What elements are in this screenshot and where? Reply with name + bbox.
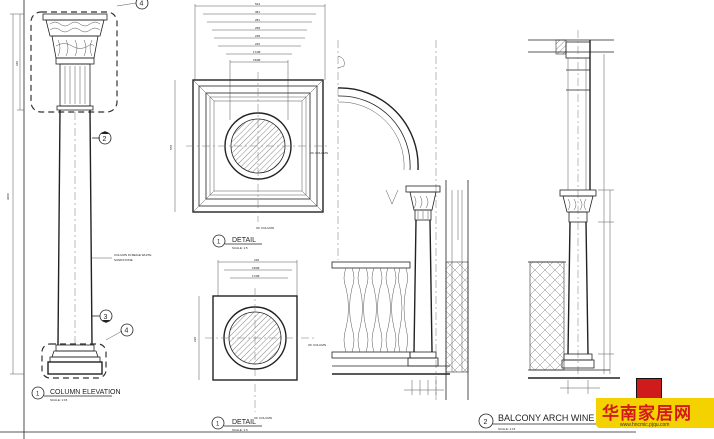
of-column-label-3: OF COLUMN [308,343,326,347]
svg-text:4: 4 [140,1,144,8]
dim-172-base: 172Ø [252,274,260,278]
capital-leaves [51,35,99,59]
balcony-column-shaft [413,219,433,353]
watermark-text: 华南家居网 [602,404,692,424]
watermark-url: www.hncmic.pjqu.com [620,422,670,428]
callout-2: 2 [92,131,112,145]
balusters [343,267,408,353]
section-column-shaft [567,221,589,355]
svg-text:SCALE: 1:15: SCALE: 1:15 [498,427,516,431]
detail-plan-capital: 543 381 281 258 238 220 172Ø 150Ø 578 OF… [169,2,330,250]
column-note-line1: COLUMN IN BEIGE WHITE [114,253,151,257]
svg-text:SCALE: 1:5: SCALE: 1:5 [232,428,248,432]
of-column-label-4: OF COLUMN [254,416,272,420]
balcony-section [528,30,620,394]
elevation-title: 1 COLUMN ELEVATION SCALE: 1:15 [31,386,121,402]
detail-1-title: 1 DETAIL SCALE: 1:5 [212,234,262,250]
handrail [331,261,411,269]
of-column-label-2: OF COLUMN [256,226,274,230]
watermark-logo [636,378,662,400]
abacus [42,13,108,21]
detail-2-title: 1 DETAIL SCALE: 1:5 [211,416,262,432]
dim-150-base: 150Ø [252,266,260,270]
watermark-banner [596,398,714,428]
column-elevation: 3000 640 COLUMN IN BEIGE WHITE SANDSTONE… [6,0,151,402]
dim-238: 238 [255,34,260,38]
dim-172: 172Ø [253,50,261,54]
svg-text:3: 3 [104,314,108,321]
column-shaft [57,109,93,346]
column-note-line2: SANDSTONE [114,258,133,262]
capital-top [45,19,105,37]
dim-plan-height: 578 [169,145,173,150]
dim-220: 220 [255,42,260,46]
callout-3: 3 [92,309,113,323]
base-detail-box [41,343,107,379]
dim-218: 218 [254,258,259,262]
svg-text:2: 2 [103,136,107,143]
svg-text:1: 1 [217,240,221,246]
balcony-title-text: BALCONY ARCH WINE [498,413,594,423]
dim-258: 258 [255,26,260,30]
dim-381: 381 [255,10,260,14]
bottom-rail [331,351,411,359]
balcony-title: 2 BALCONY ARCH WINE SCALE: 1:15 [478,413,600,431]
plinth [47,361,103,375]
svg-text:SCALE: 1:15: SCALE: 1:15 [50,398,68,402]
svg-text:DETAIL: DETAIL [232,237,256,244]
arch-outer [337,87,419,171]
wall-section [445,261,469,373]
dim-base-height: 238 [193,337,197,342]
dim-281: 281 [255,18,260,22]
callout-4-top: 4 [116,0,149,10]
callout-4-bottom: 4 [105,323,134,341]
capital-detail-box [30,11,118,113]
balcony-arch-elevation [331,40,469,400]
of-column-label-1: OF COLUMN [310,151,328,155]
dim-150: 150Ø [253,58,261,62]
svg-text:COLUMN ELEVATION: COLUMN ELEVATION [50,389,121,396]
dim-cap-height: 640 [15,61,19,66]
svg-text:DETAIL: DETAIL [232,419,256,426]
detail-plan-base: 218 150Ø 172Ø 238 OF COLUMN OF COLUMN 1 … [193,258,326,432]
svg-text:4: 4 [125,328,129,335]
dim-543: 543 [255,2,260,6]
svg-text:2: 2 [484,419,488,426]
svg-text:1: 1 [216,422,220,428]
dim-total-height: 3000 [6,193,10,200]
svg-text:1: 1 [36,392,40,398]
svg-text:SCALE: 1:5: SCALE: 1:5 [232,246,248,250]
